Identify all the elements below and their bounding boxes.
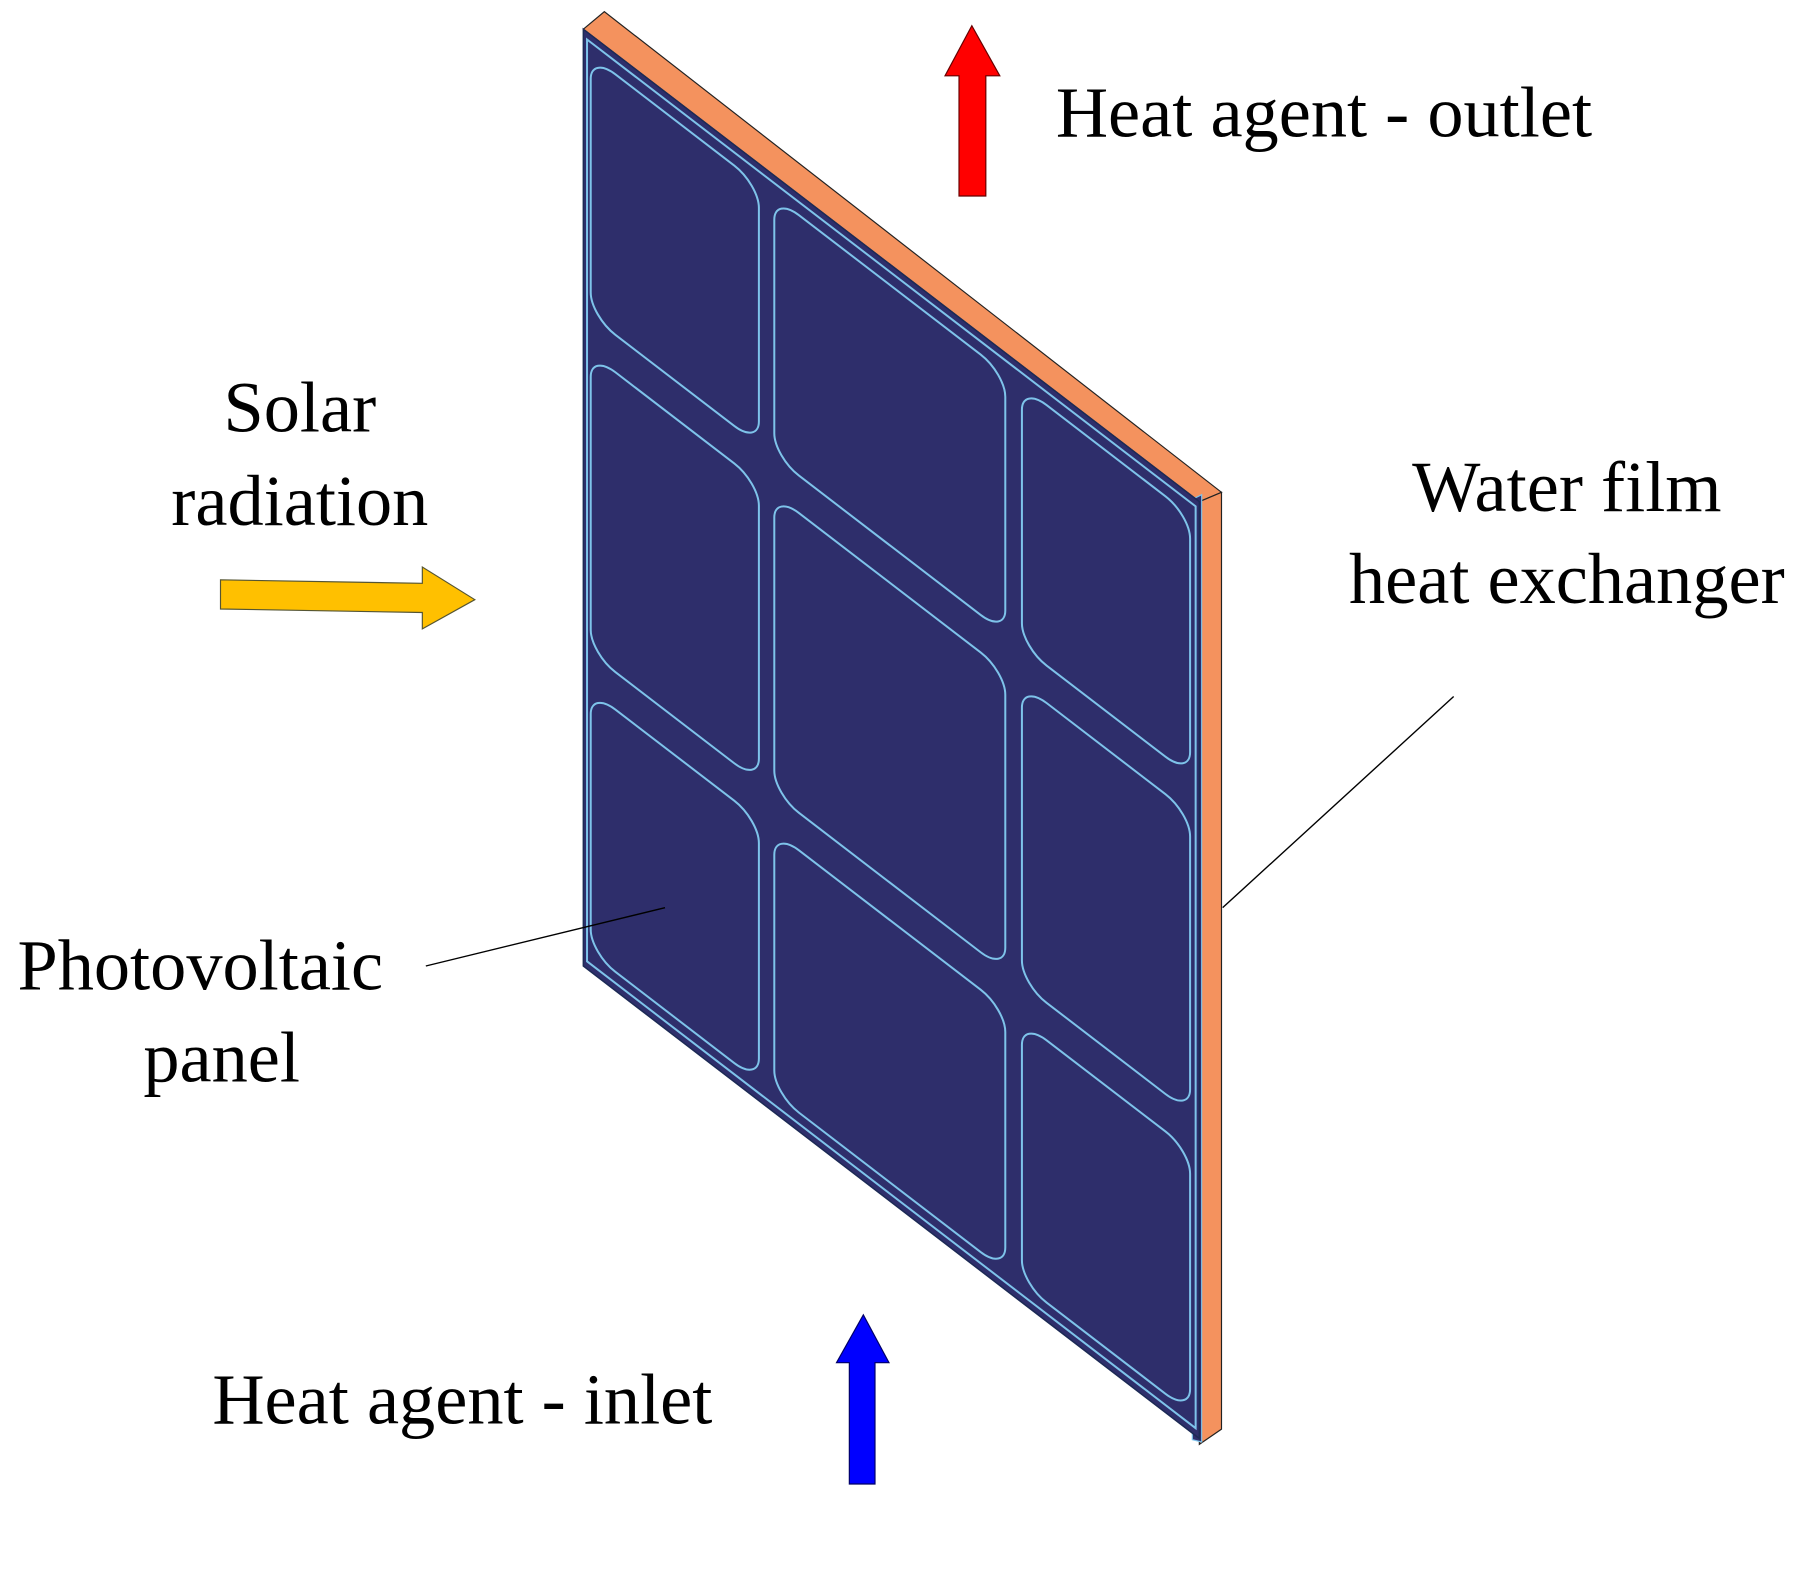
outlet-label: Heat agent - outlet (1056, 73, 1592, 153)
solar-label-2: radiation (171, 461, 428, 541)
solar-arrow-icon (219, 565, 476, 630)
exchanger-leader-line (1222, 695, 1455, 909)
pv-label-1: Photovoltaic (18, 925, 384, 1005)
pv-cell (1022, 386, 1190, 775)
pv-cell (774, 494, 1005, 971)
pv-label-2: panel (143, 1018, 300, 1098)
inlet-arrow-icon (835, 1313, 890, 1485)
pv-cell (1022, 684, 1190, 1113)
pv-cell (774, 196, 1005, 634)
photovoltaic-panel (583, 29, 1199, 1438)
exchanger-label-1: Water film (1412, 447, 1721, 527)
solar-label-1: Solar (223, 368, 376, 448)
pv-cell (774, 831, 1005, 1271)
exchanger-side-face (1198, 491, 1223, 1446)
pv-cell (591, 55, 759, 444)
pv-cell (1022, 1021, 1190, 1412)
pv-cell (591, 691, 759, 1082)
exchanger-label-2: heat exchanger (1349, 539, 1785, 619)
inlet-label: Heat agent - inlet (212, 1359, 712, 1439)
outlet-arrow-icon (944, 24, 1001, 197)
pv-leader-line (425, 906, 666, 967)
pv-cell (591, 353, 759, 782)
